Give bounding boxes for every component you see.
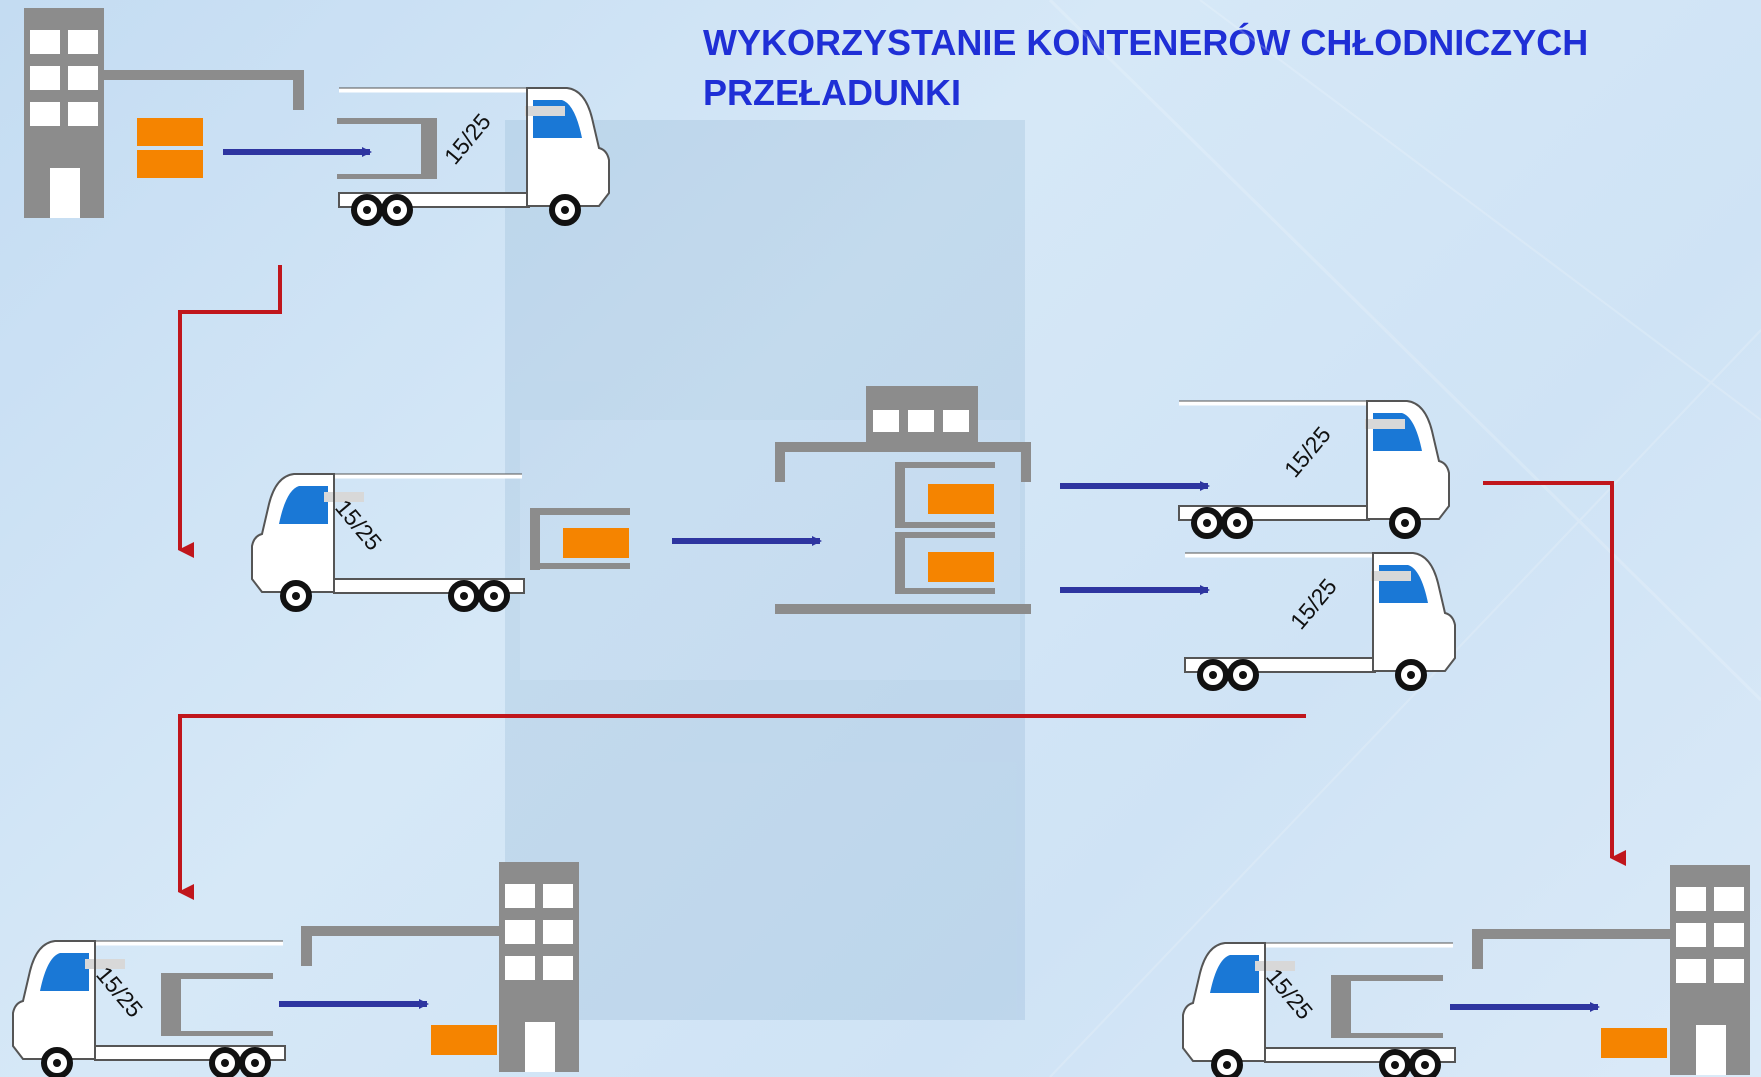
truck-label: 15/25 <box>439 108 496 169</box>
truck-label: 15/25 <box>1279 421 1336 482</box>
outbound-truck-b: 15/25 <box>1185 553 1455 688</box>
truck-loading-top: 15/25 <box>337 88 609 223</box>
red-connector-3 <box>178 714 1306 900</box>
red-connector-1 <box>178 265 282 558</box>
diagram-title: WYKORZYSTANIE KONTENERÓW CHŁODNICZYCH PR… <box>703 18 1588 118</box>
orange-container-dest-right <box>1601 1028 1667 1058</box>
orange-container-dest-left <box>431 1025 497 1055</box>
red-connector-2 <box>1483 481 1626 866</box>
truck-arriving-hub: 15/25 <box>252 474 524 609</box>
truck-unloading-left: 15/25 <box>13 941 285 1076</box>
orange-containers-origin <box>137 118 203 178</box>
truck-label: 15/25 <box>1261 964 1318 1025</box>
destination-warehouse-right <box>1472 865 1750 1075</box>
outbound-truck-a: 15/25 <box>1179 401 1449 536</box>
title-line-1: WYKORZYSTANIE KONTENERÓW CHŁODNICZYCH <box>703 22 1589 63</box>
title-line-2: PRZEŁADUNKI <box>703 72 961 113</box>
truck-label: 15/25 <box>1285 573 1342 634</box>
truck-label: 15/25 <box>330 495 387 556</box>
truck-unloading-right: 15/25 <box>1183 943 1455 1077</box>
truck-label: 15/25 <box>91 962 148 1023</box>
origin-warehouse <box>24 8 304 218</box>
container-on-forks <box>530 508 630 570</box>
transshipment-hub <box>775 386 1031 614</box>
destination-warehouse-left <box>301 862 579 1072</box>
